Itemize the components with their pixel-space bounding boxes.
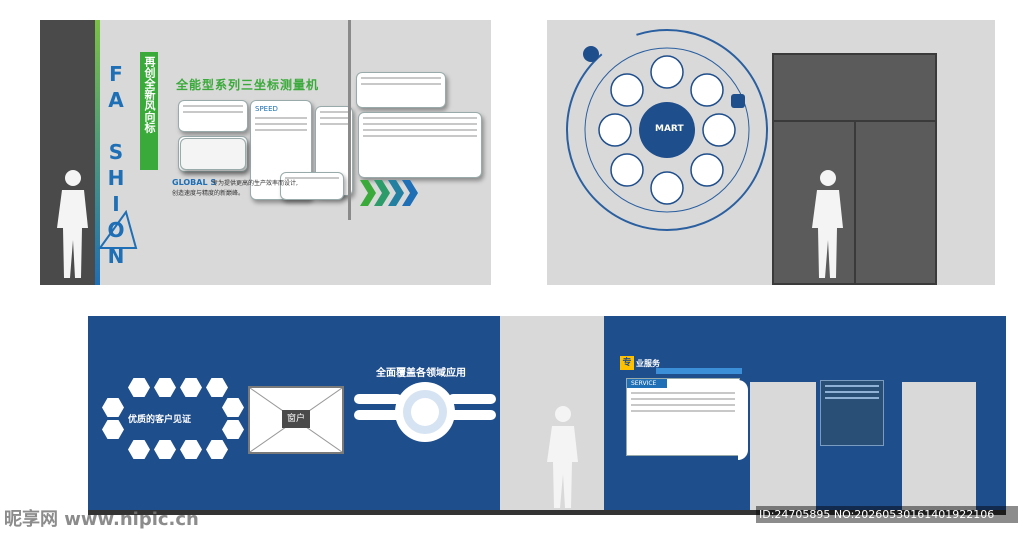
wall-panel-fashion: FA SHION 再创全新风向标 全能型系列三坐标测量机 SPEED GLOBA… — [40, 20, 491, 285]
window-label: 窗户 — [282, 410, 310, 428]
hex-cell — [206, 440, 228, 459]
gradient-stripe — [95, 20, 100, 285]
hex-label: 优质的客户见证 — [128, 415, 192, 425]
door-strip-3 — [902, 382, 976, 510]
brand-line-logo: GLOBAL S — [172, 178, 217, 187]
hex-cell — [222, 398, 244, 417]
info-card-4 — [180, 138, 246, 170]
triangle-outline-icon — [98, 210, 138, 249]
hex-cell — [128, 378, 150, 397]
hex-cell — [154, 440, 176, 459]
human-silhouette-icon — [812, 170, 843, 278]
apps-diagram — [354, 382, 496, 442]
info-card-1 — [178, 100, 248, 132]
dark-board — [820, 380, 884, 446]
wall-panel-smart: MART — [547, 20, 995, 285]
apps-title: 全面覆盖各领域应用 — [376, 368, 466, 379]
wall-panel-navy: 优质的客户见证 窗户 全面覆盖各领域应用 专 业服务 SERVICE — [88, 316, 1006, 510]
floor-line — [88, 510, 1006, 515]
service-badge: 专 — [620, 356, 634, 370]
info-card-6 — [280, 172, 344, 200]
smart-center-label: MART — [655, 124, 684, 134]
chevron-arrows-icon — [360, 180, 418, 206]
hex-cell — [222, 420, 244, 439]
door-badge — [731, 94, 745, 108]
watermark-left: 昵享网 www.nipic.cn — [4, 509, 199, 530]
hex-cell — [102, 398, 124, 417]
main-title: 全能型系列三坐标测量机 — [176, 78, 320, 92]
brand-line-text-2: 创造速度与精度的新巅峰。 — [172, 190, 245, 197]
human-silhouette-icon — [547, 406, 578, 508]
service-ribbon — [656, 368, 742, 374]
door-divider-v — [854, 120, 856, 285]
info-card-8 — [358, 112, 482, 178]
hex-cell — [206, 378, 228, 397]
service-board: SERVICE — [626, 378, 740, 456]
slogan-bar — [140, 52, 158, 170]
service-title: 业服务 — [636, 359, 660, 368]
smart-ring-diagram — [566, 29, 768, 231]
human-silhouette-icon — [57, 170, 88, 278]
slogan-text: 再创全新风向标 — [143, 56, 156, 133]
hex-cell — [154, 378, 176, 397]
service-curve — [738, 380, 748, 460]
hex-cell — [102, 420, 124, 439]
hex-cluster: 优质的客户见证 — [102, 378, 244, 460]
service-en-label: SERVICE — [627, 379, 667, 388]
card-speed-label: SPEED — [255, 105, 278, 113]
hex-cell — [180, 440, 202, 459]
info-card-7 — [356, 72, 446, 108]
vertical-divider — [348, 20, 351, 220]
door-strip-2 — [750, 382, 816, 510]
hex-cell — [128, 440, 150, 459]
window-frame: 窗户 — [248, 386, 344, 454]
door-strip — [500, 316, 604, 510]
brand-line-text: 专为提供更高的生产效率而设计, — [212, 180, 298, 187]
hex-cell — [180, 378, 202, 397]
watermark-right: ID:24705895 NO:20260530161401922106 — [756, 506, 1018, 523]
